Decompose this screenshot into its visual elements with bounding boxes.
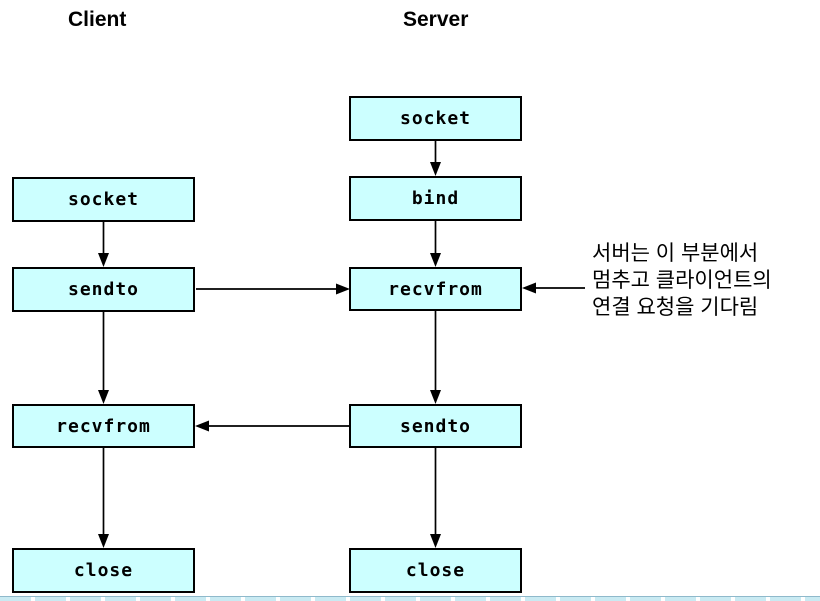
arrow-client-sendto-to-recvfrom	[98, 312, 109, 404]
arrow-server-recvfrom-to-sendto	[430, 311, 441, 404]
arrow-server-socket-to-bind	[430, 141, 441, 176]
annotation-line-2: 멈추고 클라이언트의	[592, 269, 772, 292]
arrow-client-socket-to-sendto	[98, 222, 109, 267]
server-socket-box: socket	[349, 96, 522, 141]
client-column-title: Client	[68, 8, 127, 31]
client-socket-box: socket	[12, 177, 195, 222]
client-recvfrom-box: recvfrom	[12, 404, 195, 448]
bottom-table-edge	[0, 596, 820, 601]
arrow-server-bind-to-recvfrom	[430, 221, 441, 267]
client-sendto-box: sendto	[12, 267, 195, 312]
annotation-line-1: 서버는 이 부분에서	[592, 242, 759, 265]
client-close-box: close	[12, 548, 195, 593]
arrow-client-recvfrom-to-close	[98, 448, 109, 548]
arrow-client-sendto-to-server-recvfrom	[196, 283, 350, 295]
server-wait-annotation: 서버는 이 부분에서 멈추고 클라이언트의 연결 요청을 기다림	[592, 240, 772, 321]
server-bind-box: bind	[349, 176, 522, 221]
arrow-annotation-to-server-recvfrom	[522, 282, 585, 294]
arrow-server-sendto-to-close	[430, 448, 441, 548]
server-column-title: Server	[403, 8, 469, 31]
server-sendto-box: sendto	[349, 404, 522, 448]
server-recvfrom-box: recvfrom	[349, 267, 522, 311]
annotation-line-3: 연결 요청을 기다림	[592, 296, 759, 319]
server-close-box: close	[349, 548, 522, 593]
arrow-server-sendto-to-client-recvfrom	[195, 420, 349, 432]
